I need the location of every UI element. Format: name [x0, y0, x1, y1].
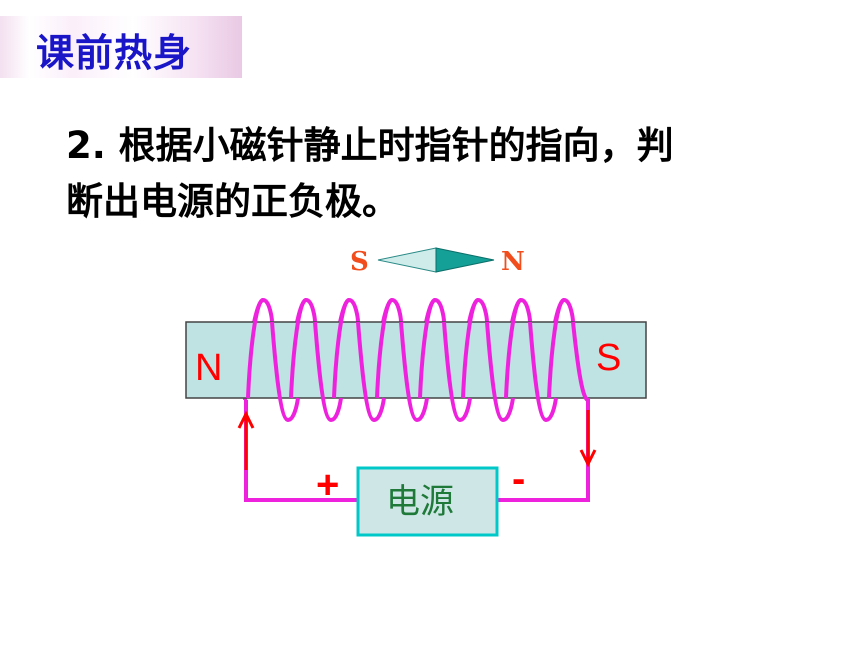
- question-text: 2. 根据小磁针静止时指针的指向，判 断出电源的正负极。: [66, 118, 786, 230]
- question-line-1: 2. 根据小磁针静止时指针的指向，判: [66, 124, 674, 167]
- power-source-label: 电源: [386, 482, 454, 522]
- current-arrows: [237, 410, 597, 470]
- left-wire: [244, 400, 358, 502]
- positive-terminal-label: +: [316, 463, 339, 507]
- coil-front: [246, 298, 590, 423]
- needle-north-half: [435, 247, 495, 273]
- question-line-2: 断出电源的正负极。: [66, 180, 399, 223]
- power-source-box: [356, 466, 499, 537]
- needle-north-label: N: [501, 247, 525, 277]
- needle-south-half: [377, 247, 437, 273]
- compass-needle: S N: [350, 247, 525, 277]
- iron-core: [185, 321, 647, 399]
- core-right-pole-label: S: [596, 337, 621, 379]
- power-source: 电源 + -: [316, 457, 525, 537]
- needle-south-label: S: [350, 247, 369, 277]
- negative-terminal-label: -: [512, 457, 525, 501]
- slide-title: 课前热身: [36, 31, 193, 75]
- arrow-down-icon: [579, 410, 597, 468]
- arrow-up-icon: [237, 410, 255, 470]
- core-left-pole-label: N: [195, 347, 222, 389]
- title-banner: [0, 16, 242, 78]
